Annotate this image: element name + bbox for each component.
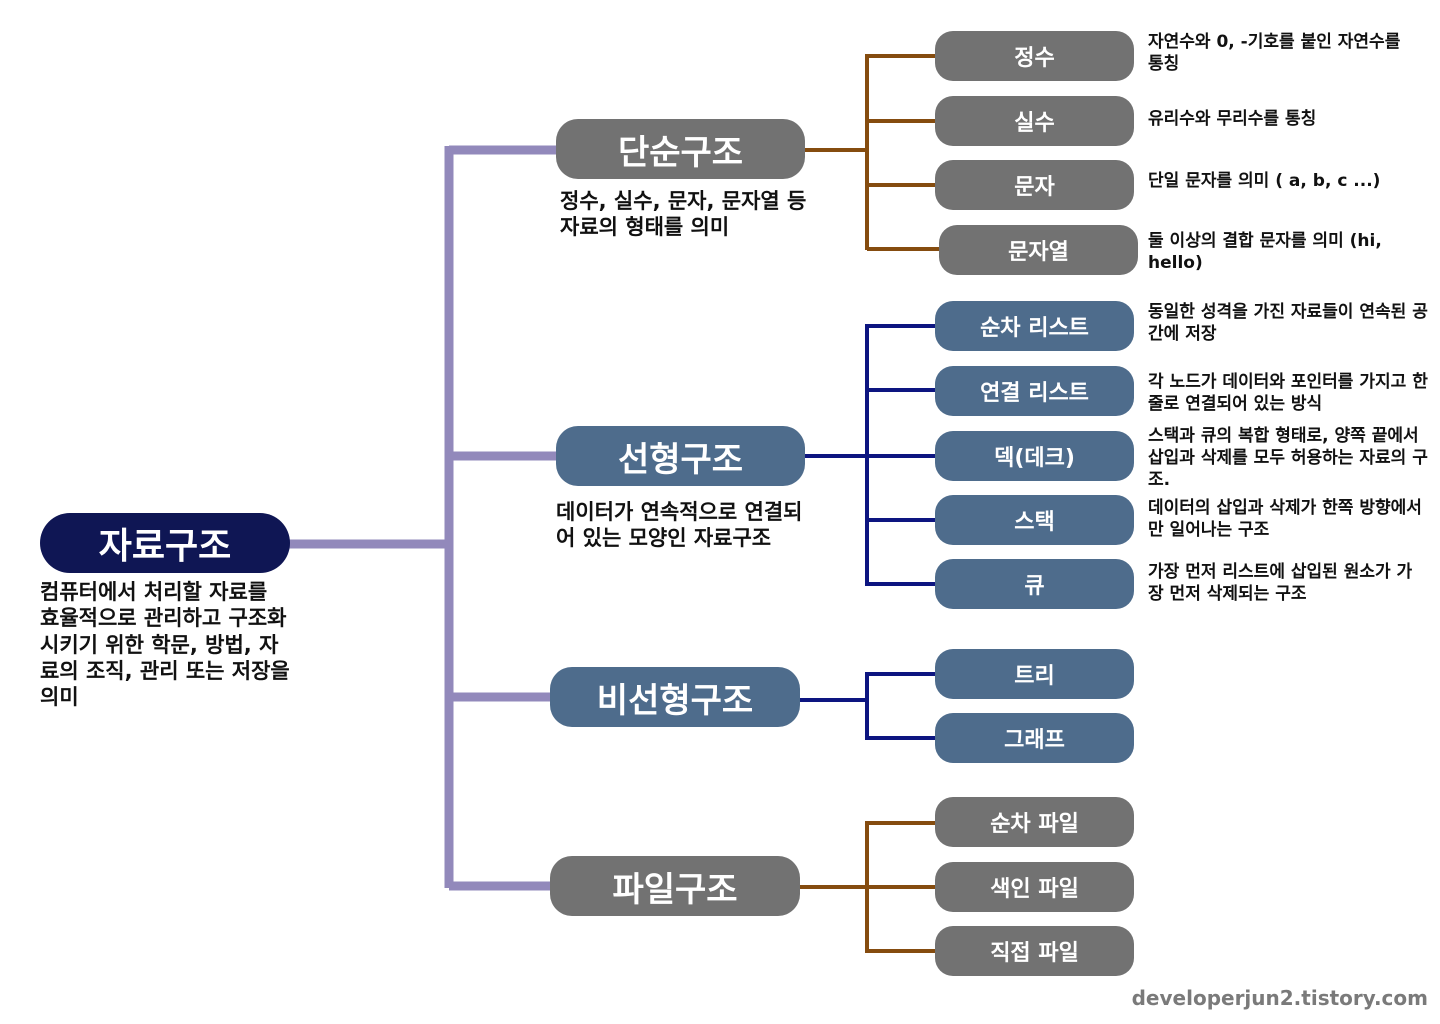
leaf-label: 덱(데크) [994, 446, 1075, 471]
category-label: 단순구조 [617, 132, 744, 173]
leaf-description-string: 둘 이상의 결합 문자를 의미 (hi, hello) [1148, 231, 1382, 274]
category-label: 선형구조 [617, 439, 744, 480]
leaf-node-stack: 스택 [935, 495, 1134, 545]
leaf-label: 큐 [1024, 574, 1045, 599]
category-label: 비선형구조 [596, 680, 754, 721]
leaf-node-queue: 큐 [935, 559, 1134, 609]
leaf-label: 트리 [1014, 664, 1055, 689]
leaf-node-indexed-file: 색인 파일 [935, 862, 1134, 912]
leaf-label: 실수 [1014, 111, 1055, 136]
leaf-label: 색인 파일 [990, 877, 1079, 902]
leaf-node-deque: 덱(데크) [935, 431, 1134, 481]
nonlinear-structure-connectors [799, 672, 936, 740]
category-description-linear-structure: 데이터가 연속적으로 연결되어 있는 모양인 자료구조 [556, 500, 803, 551]
leaf-node-direct-file: 직접 파일 [935, 926, 1134, 976]
leaf-description-integer: 자연수와 0, -기호를 붙인 자연수를 통칭 [1148, 32, 1401, 75]
category-label: 파일구조 [612, 869, 738, 910]
leaf-label: 순차 리스트 [980, 316, 1089, 341]
leaf-label: 스택 [1014, 510, 1055, 535]
file-structure-connectors [799, 821, 936, 953]
leaf-description-linked-list: 각 노드가 데이터와 포인터를 가지고 한 줄로 연결되어 있는 방식 [1148, 372, 1428, 415]
leaf-node-integer: 정수 [935, 31, 1134, 81]
leaf-description-stack: 데이터의 삽입과 삭제가 한쪽 방향에서만 일어나는 구조 [1148, 498, 1422, 541]
leaf-node-character: 문자 [935, 160, 1134, 210]
leaf-label: 문자 [1014, 175, 1055, 200]
leaf-label: 정수 [1014, 46, 1055, 71]
leaf-description-real-number: 유리수와 무리수를 통칭 [1148, 109, 1317, 129]
leaf-label: 그래프 [1004, 728, 1065, 753]
leaf-node-sequential-list: 순차 리스트 [935, 301, 1134, 351]
leaf-node-sequential-file: 순차 파일 [935, 797, 1134, 847]
watermark-text: developerjun2.tistory.com [1131, 986, 1428, 1010]
trunk-connectors [288, 145, 556, 891]
linear-structure-connectors [804, 324, 936, 586]
category-node-linear-structure: 선형구조 [556, 426, 805, 486]
leaf-node-real-number: 실수 [935, 96, 1134, 146]
leaf-node-graph: 그래프 [935, 713, 1134, 763]
leaf-description-character: 단일 문자를 의미 ( a, b, c ...) [1148, 171, 1381, 191]
leaf-label: 순차 파일 [990, 812, 1079, 837]
leaf-node-string: 문자열 [939, 225, 1138, 275]
category-node-nonlinear-structure: 비선형구조 [550, 667, 800, 727]
leaf-label: 문자열 [1008, 240, 1069, 265]
leaf-description-queue: 가장 먼저 리스트에 삽입된 원소가 가장 먼저 삭제되는 구조 [1148, 562, 1413, 605]
category-node-file-structure: 파일구조 [550, 856, 800, 916]
leaf-node-linked-list: 연결 리스트 [935, 366, 1134, 416]
category-node-simple-structure: 단순구조 [556, 119, 805, 179]
leaf-description-deque: 스택과 큐의 복합 형태로, 양쪽 끝에서 삽입과 삭제를 모두 허용하는 자료… [1148, 426, 1428, 491]
root-description: 컴퓨터에서 처리할 자료를 효율적으로 관리하고 구조화시키기 위한 학문, 방… [40, 580, 290, 709]
simple-structure-connectors [804, 54, 940, 251]
leaf-node-tree: 트리 [935, 649, 1134, 699]
leaf-label: 연결 리스트 [980, 381, 1089, 406]
category-description-simple-structure: 정수, 실수, 문자, 문자열 등 자료의 형태를 의미 [560, 189, 807, 240]
root-node-label: 자료구조 [98, 526, 232, 567]
leaf-label: 직접 파일 [990, 941, 1079, 966]
leaf-description-sequential-list: 동일한 성격을 가진 자료들이 연속된 공간에 저장 [1148, 302, 1428, 345]
root-node-data-structure: 자료구조 [40, 513, 290, 573]
